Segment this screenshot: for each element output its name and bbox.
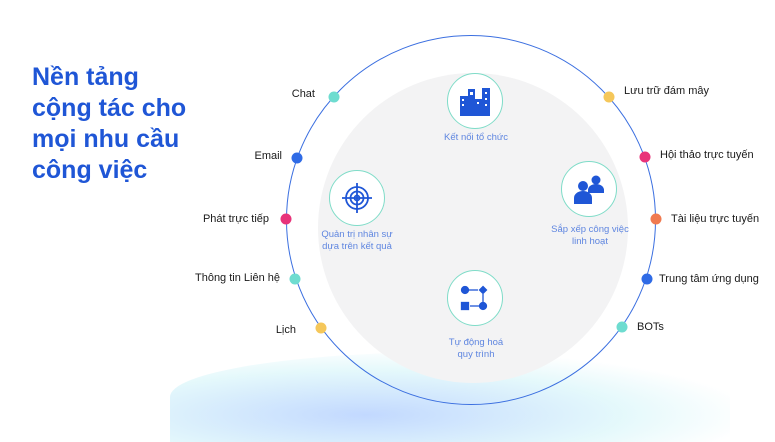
- dot-chat: [328, 91, 340, 103]
- item-email: Email: [254, 150, 282, 162]
- dot-email: [291, 152, 303, 164]
- item-cloud-storage: Lưu trữ đám mây: [624, 85, 710, 97]
- feature-label-line: linh hoạt: [572, 236, 608, 247]
- feature-flexible-work-label: Sắp xếp công việc linh hoạt: [551, 224, 629, 248]
- item-bots: BOTs: [637, 321, 664, 333]
- item-contacts: Thông tin Liên hệ: [194, 272, 280, 284]
- dot-live: [280, 213, 292, 225]
- dot-app-center: [641, 273, 653, 285]
- feature-label-line: Kết nối tổ chức: [444, 132, 508, 143]
- buildings-icon: [460, 88, 490, 116]
- feature-flexible-work: [561, 161, 617, 217]
- feature-workflow-automation-label: Tự động hoá quy trình: [449, 337, 503, 361]
- feature-okr-hr: [329, 170, 385, 226]
- feature-okr-hr-label: Quản trị nhân sự dựa trên kết quả: [321, 229, 392, 253]
- dot-bots: [616, 321, 628, 333]
- item-app-center: Trung tâm ứng dụng: [659, 273, 759, 285]
- people-icon: [574, 175, 604, 204]
- dot-contacts: [289, 273, 301, 285]
- feature-label-line: quy trình: [457, 349, 495, 360]
- item-online-docs: Tài liệu trực tuyến: [671, 213, 760, 225]
- workflow-icon: [460, 285, 488, 311]
- feature-workflow-automation: [447, 270, 503, 326]
- feature-label-line: Sắp xếp công việc: [551, 224, 629, 235]
- title-line: cộng tác cho: [32, 94, 187, 122]
- feature-label-line: Tự động hoá: [448, 337, 504, 348]
- feature-label-line: Quản trị nhân sự: [321, 229, 393, 240]
- feature-label-line: dựa trên kết quả: [322, 241, 392, 252]
- target-icon: [342, 183, 372, 213]
- item-calendar: Lịch: [275, 324, 296, 336]
- feature-org-connect-label: Kết nối tổ chức: [444, 132, 508, 144]
- title-line: mọi nhu cầu: [32, 125, 180, 153]
- item-live: Phát trực tiếp: [202, 213, 269, 225]
- dot-calendar: [315, 322, 327, 334]
- page-title: Nền tảng cộng tác cho mọi nhu cầu công v…: [32, 62, 186, 186]
- dot-online-docs: [650, 213, 662, 225]
- title-line: công việc: [32, 156, 148, 184]
- title-line: Nền tảng: [32, 63, 139, 91]
- feature-org-connect: [447, 73, 503, 129]
- item-webinar: Hội thảo trực tuyến: [660, 149, 754, 161]
- dot-webinar: [639, 151, 651, 163]
- dot-cloud-storage: [603, 91, 615, 103]
- item-chat: Chat: [291, 88, 315, 100]
